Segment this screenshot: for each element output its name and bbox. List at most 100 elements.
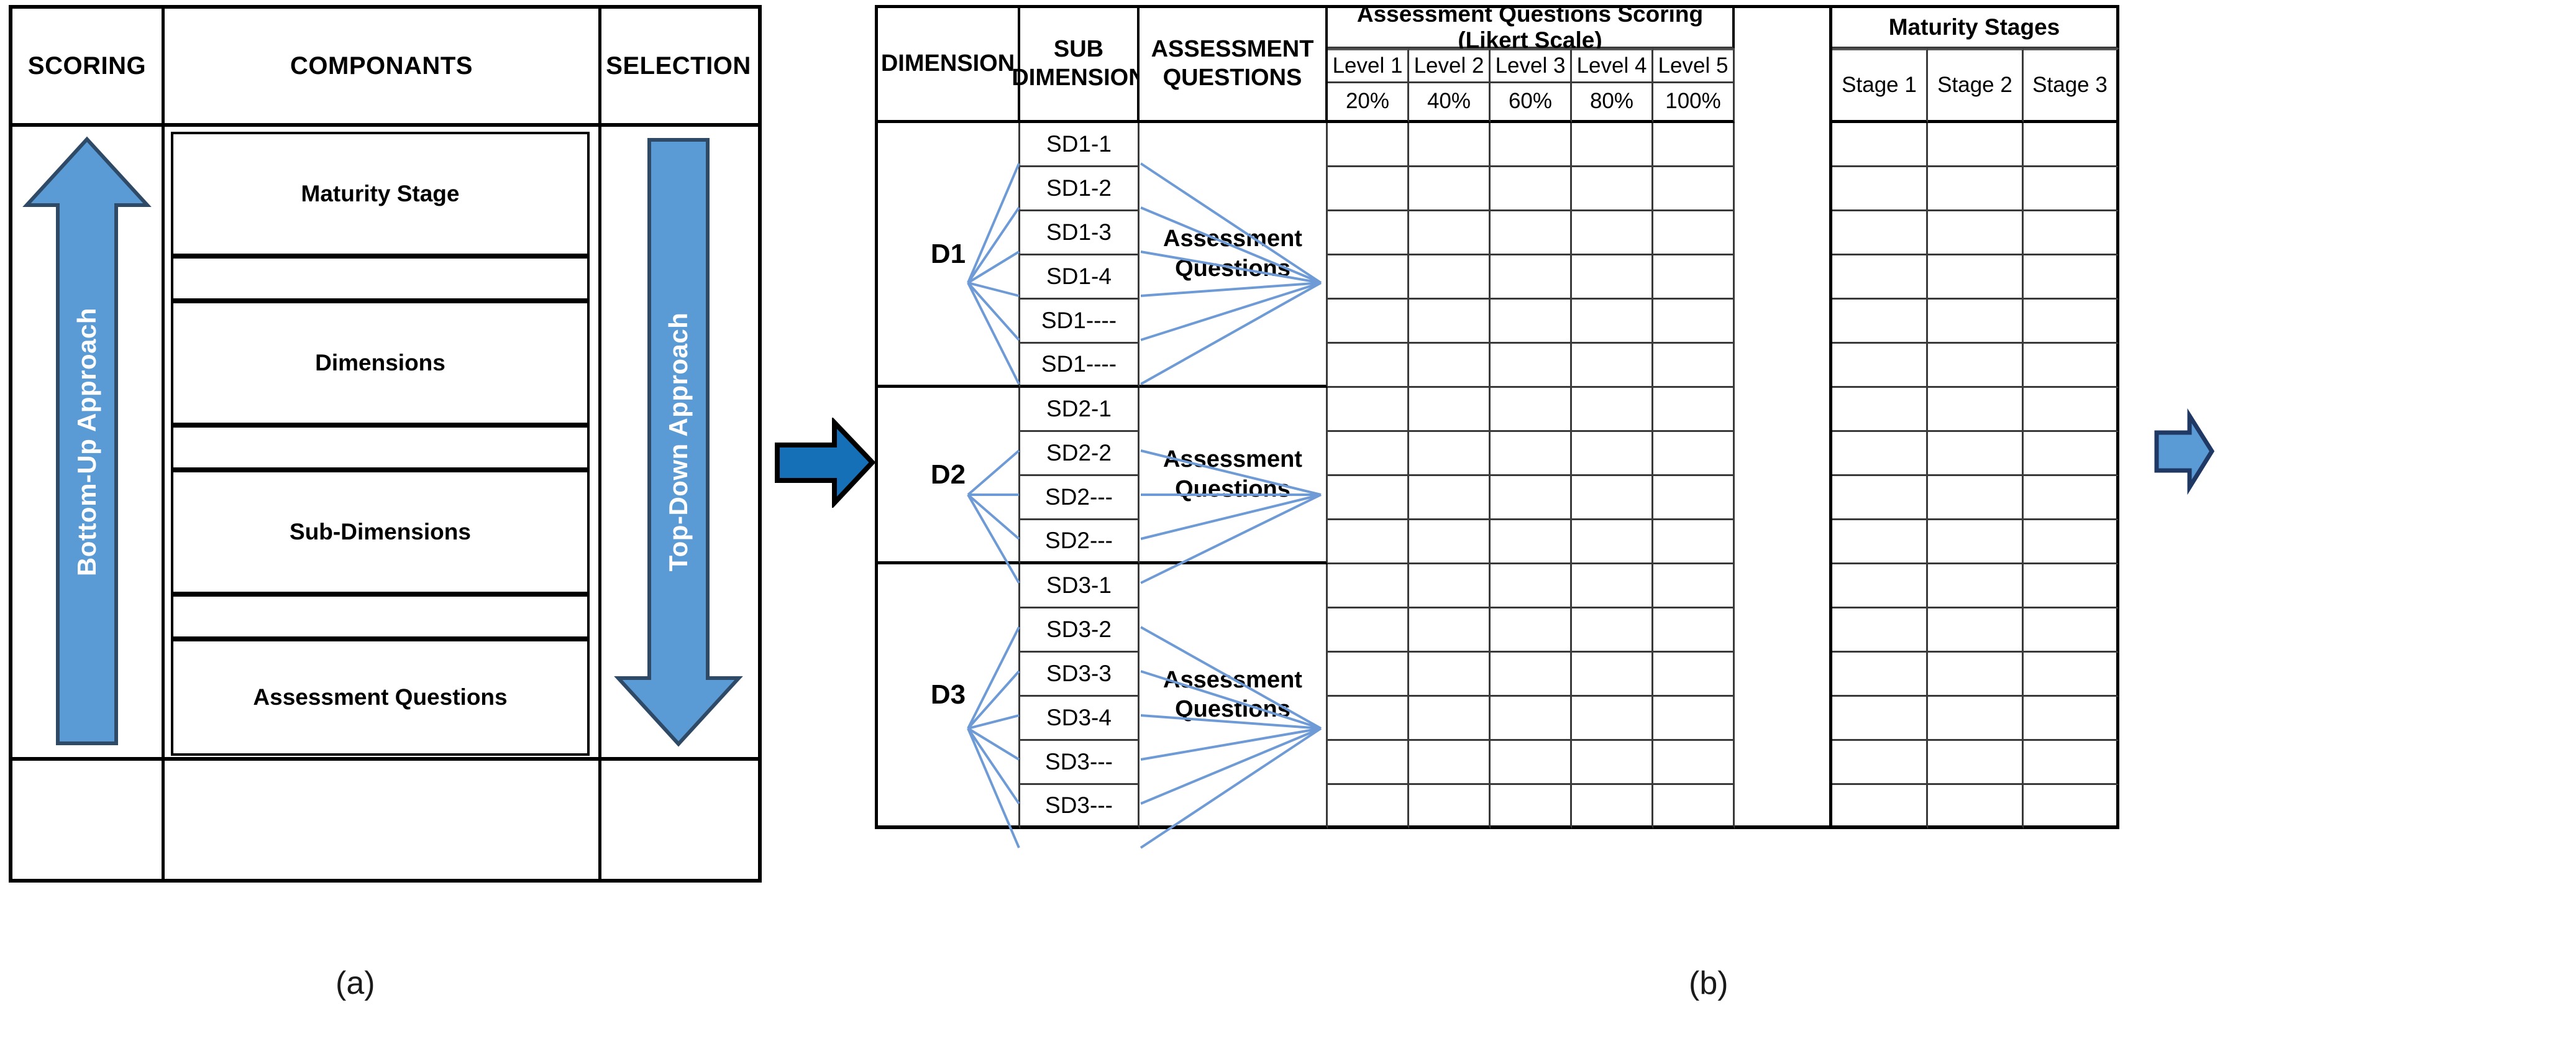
sub-dimension-cell[interactable]: SD3-2 xyxy=(1020,608,1140,653)
stage-cell[interactable] xyxy=(2024,741,2119,785)
sub-dimension-cell[interactable]: SD2-2 xyxy=(1020,432,1140,476)
score-cell[interactable] xyxy=(1491,608,1572,653)
sub-dimension-cell[interactable]: SD3-3 xyxy=(1020,653,1140,697)
score-cell[interactable] xyxy=(1572,564,1653,608)
score-cell[interactable] xyxy=(1572,123,1653,167)
score-cell[interactable] xyxy=(1653,608,1735,653)
stage-cell[interactable] xyxy=(1928,255,2024,300)
stage-cell[interactable] xyxy=(1832,211,1928,255)
score-cell[interactable] xyxy=(1328,300,1409,344)
score-cell[interactable] xyxy=(1653,697,1735,741)
score-cell[interactable] xyxy=(1653,167,1735,211)
score-cell[interactable] xyxy=(1409,653,1491,697)
score-cell[interactable] xyxy=(1491,388,1572,432)
sub-dimension-cell[interactable]: SD1-3 xyxy=(1020,211,1140,255)
assessment-questions-cell-d1[interactable]: Assessment Questions xyxy=(1140,123,1328,388)
score-cell[interactable] xyxy=(1572,344,1653,388)
score-cell[interactable] xyxy=(1491,785,1572,829)
stage-cell[interactable] xyxy=(2024,432,2119,476)
score-cell[interactable] xyxy=(1491,344,1572,388)
stage-cell[interactable] xyxy=(2024,255,2119,300)
score-cell[interactable] xyxy=(1572,388,1653,432)
stage-cell[interactable] xyxy=(1928,344,2024,388)
score-cell[interactable] xyxy=(1491,520,1572,564)
score-cell[interactable] xyxy=(1328,432,1409,476)
stage-cell[interactable] xyxy=(2024,167,2119,211)
score-cell[interactable] xyxy=(1409,697,1491,741)
score-cell[interactable] xyxy=(1409,741,1491,785)
stage-cell[interactable] xyxy=(2024,344,2119,388)
score-cell[interactable] xyxy=(1328,255,1409,300)
stage-cell[interactable] xyxy=(1928,211,2024,255)
dimension-cell-d1[interactable]: D1 xyxy=(875,123,1020,388)
score-cell[interactable] xyxy=(1491,697,1572,741)
assessment-questions-cell-d2[interactable]: Assessment Questions xyxy=(1140,388,1328,564)
stage-cell[interactable] xyxy=(1832,476,1928,520)
sub-dimension-cell[interactable]: SD2-1 xyxy=(1020,388,1140,432)
stage-cell[interactable] xyxy=(1928,520,2024,564)
score-cell[interactable] xyxy=(1653,432,1735,476)
score-cell[interactable] xyxy=(1572,211,1653,255)
score-cell[interactable] xyxy=(1328,785,1409,829)
score-cell[interactable] xyxy=(1572,300,1653,344)
score-cell[interactable] xyxy=(1328,564,1409,608)
dimension-cell-d3[interactable]: D3 xyxy=(875,564,1020,829)
sub-dimension-cell[interactable]: SD1---- xyxy=(1020,300,1140,344)
stage-cell[interactable] xyxy=(2024,300,2119,344)
score-cell[interactable] xyxy=(1572,785,1653,829)
stage-cell[interactable] xyxy=(1832,255,1928,300)
score-cell[interactable] xyxy=(1328,167,1409,211)
score-cell[interactable] xyxy=(1328,211,1409,255)
score-cell[interactable] xyxy=(1328,344,1409,388)
score-cell[interactable] xyxy=(1491,167,1572,211)
stage-cell[interactable] xyxy=(2024,520,2119,564)
score-cell[interactable] xyxy=(1409,564,1491,608)
score-cell[interactable] xyxy=(1572,432,1653,476)
score-cell[interactable] xyxy=(1409,167,1491,211)
score-cell[interactable] xyxy=(1653,344,1735,388)
stage-cell[interactable] xyxy=(1832,741,1928,785)
stage-cell[interactable] xyxy=(2024,564,2119,608)
stage-cell[interactable] xyxy=(1928,167,2024,211)
sub-dimension-cell[interactable]: SD1-1 xyxy=(1020,123,1140,167)
score-cell[interactable] xyxy=(1328,741,1409,785)
component-box-dimensions[interactable]: Dimensions xyxy=(171,301,590,425)
score-cell[interactable] xyxy=(1572,608,1653,653)
score-cell[interactable] xyxy=(1409,785,1491,829)
stage-cell[interactable] xyxy=(1832,167,1928,211)
score-cell[interactable] xyxy=(1491,564,1572,608)
sub-dimension-cell[interactable]: SD1-4 xyxy=(1020,255,1140,300)
score-cell[interactable] xyxy=(1653,123,1735,167)
score-cell[interactable] xyxy=(1491,211,1572,255)
score-cell[interactable] xyxy=(1328,697,1409,741)
score-cell[interactable] xyxy=(1572,697,1653,741)
stage-cell[interactable] xyxy=(2024,476,2119,520)
score-cell[interactable] xyxy=(1409,388,1491,432)
score-cell[interactable] xyxy=(1491,653,1572,697)
stage-cell[interactable] xyxy=(1928,476,2024,520)
stage-cell[interactable] xyxy=(1832,123,1928,167)
sub-dimension-cell[interactable]: SD3--- xyxy=(1020,785,1140,829)
score-cell[interactable] xyxy=(1653,300,1735,344)
score-cell[interactable] xyxy=(1572,476,1653,520)
stage-cell[interactable] xyxy=(1832,432,1928,476)
score-cell[interactable] xyxy=(1653,388,1735,432)
score-cell[interactable] xyxy=(1653,255,1735,300)
stage-cell[interactable] xyxy=(1928,653,2024,697)
component-box-maturity-stage[interactable]: Maturity Stage xyxy=(171,132,590,256)
score-cell[interactable] xyxy=(1572,255,1653,300)
stage-cell[interactable] xyxy=(1928,785,2024,829)
stage-cell[interactable] xyxy=(1928,608,2024,653)
score-cell[interactable] xyxy=(1572,653,1653,697)
stage-cell[interactable] xyxy=(2024,211,2119,255)
stage-cell[interactable] xyxy=(1832,344,1928,388)
sub-dimension-cell[interactable]: SD1-2 xyxy=(1020,167,1140,211)
stage-cell[interactable] xyxy=(1928,697,2024,741)
sub-dimension-cell[interactable]: SD3--- xyxy=(1020,741,1140,785)
stage-cell[interactable] xyxy=(1832,300,1928,344)
score-cell[interactable] xyxy=(1572,520,1653,564)
stage-cell[interactable] xyxy=(1832,608,1928,653)
score-cell[interactable] xyxy=(1491,741,1572,785)
score-cell[interactable] xyxy=(1328,388,1409,432)
stage-cell[interactable] xyxy=(1928,432,2024,476)
